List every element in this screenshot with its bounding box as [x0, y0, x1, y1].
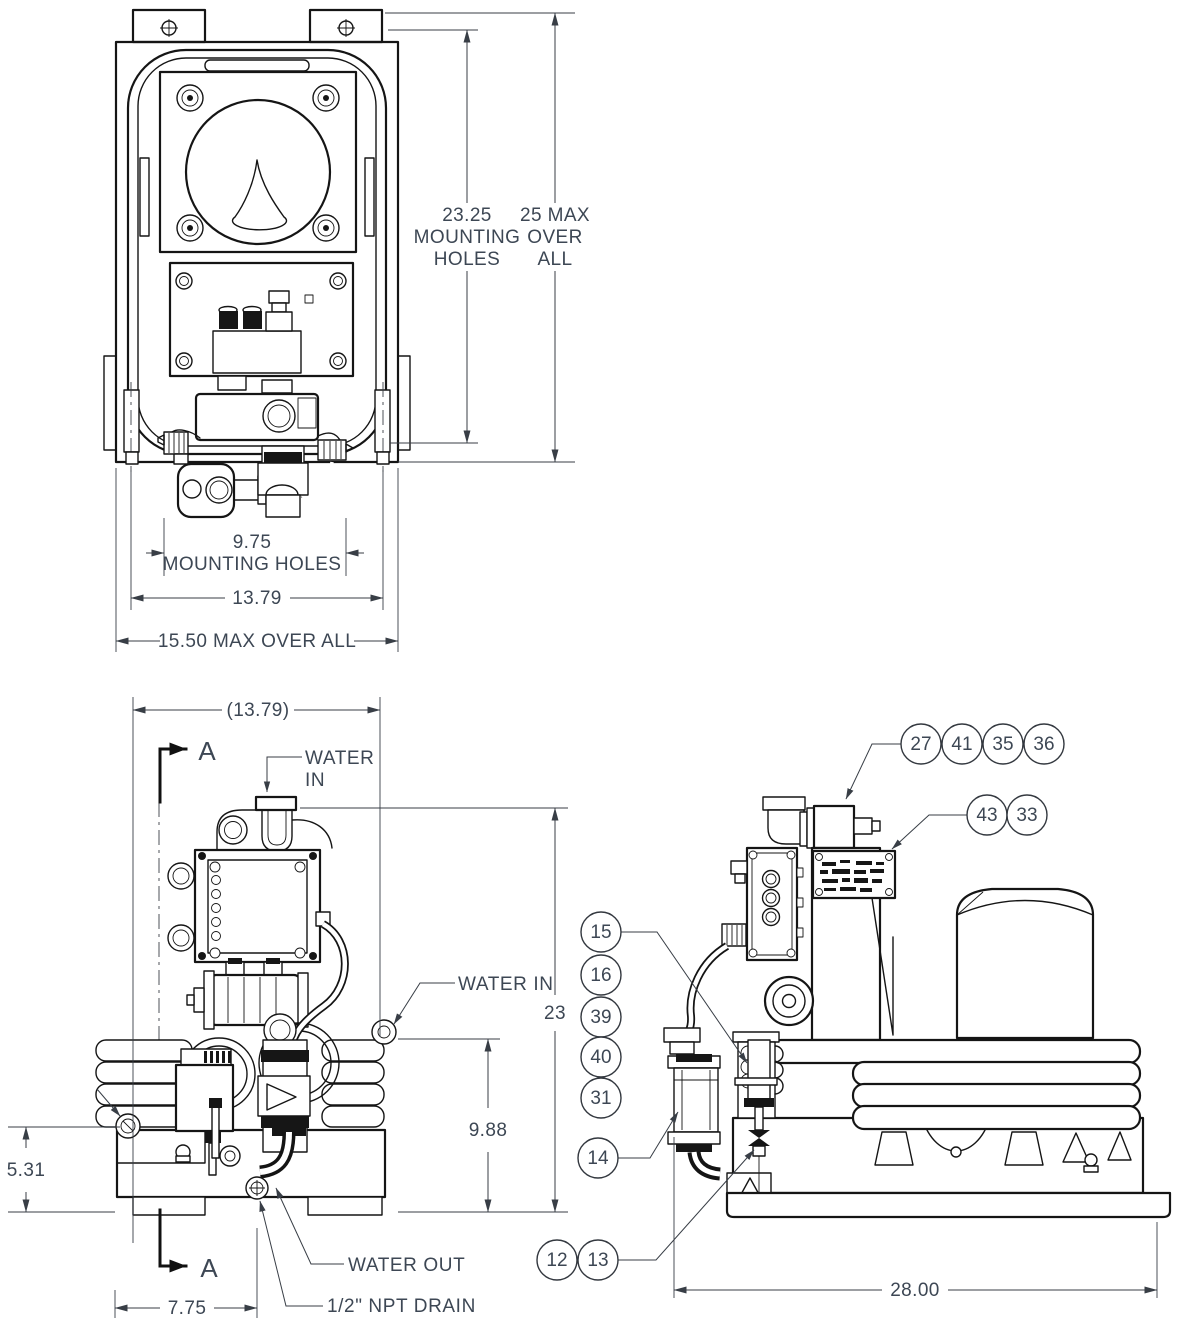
- control-box: [193, 848, 322, 964]
- panel-bolts: [176, 84, 340, 242]
- fan-panel: [158, 70, 358, 254]
- section-markers: A A: [158, 736, 218, 1283]
- dim-overall-v-2: OVER: [527, 227, 582, 248]
- dim-height: 23: [544, 1003, 566, 1024]
- label-water-in-top-2: IN: [305, 770, 325, 791]
- compressor-cylinder: [955, 887, 1095, 1040]
- fan-cone: [231, 159, 288, 231]
- relay-box: [174, 1048, 235, 1133]
- balloon-31: 31: [590, 1088, 611, 1109]
- valve-panel-screws: [175, 272, 347, 370]
- balloon-15: 15: [590, 922, 611, 943]
- dimensions-top-view: 23.25 MOUNTING HOLES 25 MAX OVER ALL 9.7…: [115, 12, 590, 652]
- dim-mounting-holes-h-2: MOUNTING HOLES: [163, 554, 342, 575]
- balloon-13: 13: [587, 1250, 608, 1271]
- bracket-top: [176, 462, 267, 519]
- coil-left: [95, 1039, 193, 1128]
- dim-overall-width: 15.50 MAX OVER ALL: [158, 631, 356, 652]
- label-water-in-top-1: WATER: [305, 748, 375, 769]
- check-valve: [266, 1083, 297, 1111]
- balloon-12: 12: [546, 1250, 567, 1271]
- top-view: [103, 8, 411, 519]
- labels: WATER IN WATER IN WATER OUT 1/2" NPT DRA…: [259, 748, 554, 1317]
- label-water-in-right: WATER IN: [458, 974, 554, 995]
- conduit-elbow: [762, 796, 815, 849]
- dimensions-side-view: 28.00: [673, 1137, 1158, 1301]
- base-front: [115, 1128, 387, 1216]
- left-hose-fittings: [167, 862, 195, 952]
- balloon-36: 36: [1033, 734, 1054, 755]
- left-screw-fitting: [96, 1088, 141, 1139]
- water-out-elbow: [258, 1126, 306, 1179]
- solenoid-side: [812, 804, 881, 850]
- dim-mounting-holes-v-1: 23.25: [442, 205, 492, 226]
- balloon-40: 40: [590, 1047, 611, 1068]
- dim-base-height: 5.31: [7, 1160, 46, 1181]
- water-in-side-fitting: [371, 1019, 397, 1045]
- inline-valve-stack: [734, 1039, 778, 1193]
- dim-width: 13.79: [232, 588, 282, 609]
- hose-fittings-top: [157, 429, 354, 499]
- fan-opening: [184, 98, 332, 246]
- nameplate: [811, 849, 897, 900]
- section-marker-top: A: [198, 736, 216, 766]
- base-hardware: [175, 1098, 269, 1200]
- dim-width-ref: (13.79): [226, 700, 289, 721]
- condenser-coils-side: [732, 1031, 1142, 1131]
- top-fittings: [216, 795, 333, 853]
- pump-manifold-top: [194, 392, 320, 442]
- dim-mounting-holes-h-1: 9.75: [233, 532, 272, 553]
- dim-overall-v-1: 25 MAX: [520, 205, 590, 226]
- balloon-27: 27: [910, 734, 931, 755]
- dim-drain-offset: 7.75: [168, 1298, 207, 1319]
- label-water-out: WATER OUT: [348, 1255, 465, 1276]
- balloon-41: 41: [951, 734, 972, 755]
- section-marker-bottom: A: [200, 1253, 218, 1283]
- label-drain: 1/2" NPT DRAIN: [327, 1296, 476, 1317]
- balloon-16: 16: [590, 965, 611, 986]
- water-in-fitting-top: [254, 795, 298, 812]
- balloon-39: 39: [590, 1007, 611, 1028]
- balloon-33: 33: [1016, 805, 1037, 826]
- front-view: [95, 795, 397, 1216]
- dimensions-front-view: (13.79) 23 9.88 5.31 7.75: [7, 697, 568, 1319]
- dim-water-in-height: 9.88: [469, 1120, 508, 1141]
- base-side: [725, 1116, 1172, 1219]
- center-fitting-stack-top: [257, 445, 309, 518]
- strainer-assembly: [663, 1027, 721, 1181]
- dim-mounting-holes-v-3: HOLES: [434, 249, 500, 270]
- side-view: [663, 796, 1172, 1219]
- electrical-box-side: [730, 846, 804, 962]
- valve-panel: [168, 261, 355, 378]
- balloon-callouts: 27 41 35 36 43 33 15 16 39 40 31 14 12 1…: [536, 723, 1065, 1281]
- dim-overall-v-3: ALL: [537, 249, 572, 270]
- solenoid-valve-top: [212, 290, 314, 394]
- mount-pins: [123, 382, 391, 472]
- coil-right: [321, 1039, 385, 1128]
- balloon-14: 14: [587, 1148, 609, 1169]
- service-valve: [748, 1130, 770, 1146]
- dim-mounting-holes-v-2: MOUNTING: [414, 227, 521, 248]
- pump-assembly: [186, 958, 309, 1030]
- balloon-35: 35: [992, 734, 1013, 755]
- pump-end: [763, 975, 815, 1027]
- balloon-43: 43: [976, 805, 997, 826]
- dim-length: 28.00: [890, 1280, 940, 1301]
- mount-hole-crosshair: [160, 19, 355, 37]
